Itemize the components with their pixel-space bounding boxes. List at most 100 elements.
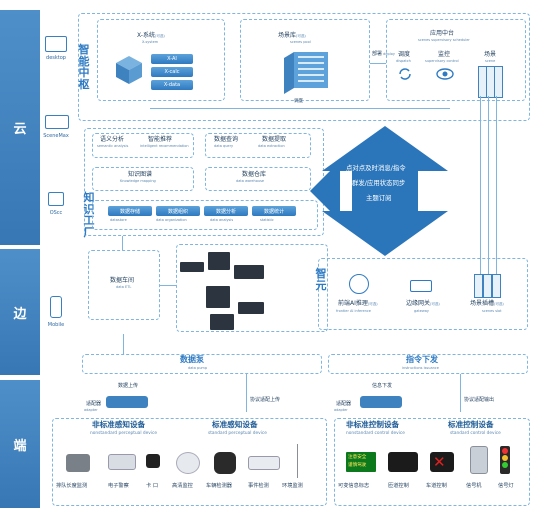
edge-box-3-icon xyxy=(234,265,264,279)
recommend-label: 智能推荐 xyxy=(148,136,173,143)
center-title: 应用中台 xyxy=(430,30,455,37)
scenelib-sub: scenes pool xyxy=(290,40,311,44)
edge-box xyxy=(318,258,528,330)
oscc-icon xyxy=(48,192,64,206)
group-nonstd-ctrl-sub: nonstandard control device xyxy=(346,431,405,436)
scene-slot-top-icon xyxy=(478,66,503,98)
std-perc-line xyxy=(246,374,248,412)
adapter-1-sub: adapter xyxy=(84,408,98,412)
brain-box xyxy=(78,13,530,121)
device-ramp-control: 匝道控制 xyxy=(388,483,409,489)
workshop-box xyxy=(88,250,160,320)
center-sub: scenes supervisory scheduler xyxy=(418,38,470,42)
mobile-caption: Mobile xyxy=(47,322,65,328)
scenelib-box xyxy=(240,19,370,101)
arrow-text-3: 主题订阅 xyxy=(366,194,392,202)
lane-x-icon: ✕ xyxy=(433,453,446,471)
warehouse-box xyxy=(205,167,311,191)
pump-title: 数据泵 xyxy=(180,355,204,364)
adapter-1-label: 适配器 xyxy=(86,401,102,407)
control-group-box xyxy=(334,418,530,506)
device-event-detection: 事件检测 xyxy=(248,483,269,489)
std-ctrl-line xyxy=(460,374,462,412)
uplink-info-issue: 信息下发 xyxy=(372,383,393,389)
checkpoint-camera-icon xyxy=(146,454,160,468)
perception-group-box xyxy=(52,418,327,506)
xsystem-calc: X-calc xyxy=(151,67,193,77)
edge-box-1-icon xyxy=(180,262,204,272)
query-sub: data query xyxy=(214,144,234,148)
event-detection-camera-icon xyxy=(248,456,280,470)
group-std-perc-title: 标准感知设备 xyxy=(212,420,258,429)
query-box xyxy=(205,133,311,158)
workshop-sub: data ETL xyxy=(116,285,132,289)
slot-sub: scenes slot xyxy=(482,309,502,313)
lane-control-icon xyxy=(430,452,454,472)
tag-organization: 数据组织 xyxy=(156,206,200,216)
monitor-eye-icon xyxy=(436,66,454,85)
scene-sub: scene xyxy=(485,59,496,63)
brain-title: 智能中枢 xyxy=(78,43,90,91)
edge-box-6-icon xyxy=(210,314,234,330)
vehicle-detector-icon xyxy=(214,452,236,474)
env-monitor-pole-icon xyxy=(297,444,299,478)
workshop-title: 数据车间 xyxy=(110,277,135,284)
traffic-light-icon xyxy=(500,446,510,474)
schedule-label: 调度 xyxy=(294,99,303,104)
edge-box-4-icon xyxy=(206,286,230,308)
gateway-sub: gateway xyxy=(414,309,429,313)
arrow-text-1: 点对点及时消息/指令 xyxy=(346,164,406,172)
tag-organization-sub: data organization xyxy=(156,218,187,222)
dispatch-cycle-icon xyxy=(398,66,412,85)
uplink-protocol-output: 协议适配输出 xyxy=(464,397,495,403)
device-hd-monitor: 高清监控 xyxy=(172,483,193,489)
group-std-ctrl-sub: standard control device xyxy=(450,431,501,436)
recommend-sub: intelligent recommendation xyxy=(140,144,189,148)
xsystem-cube-icon xyxy=(116,56,142,84)
deploy-arrow xyxy=(370,63,386,65)
device-queue-length: 排队长度监测 xyxy=(56,483,88,489)
adapter-2-router-icon xyxy=(360,396,402,408)
oscc-caption: OScc xyxy=(49,210,63,216)
edge-box-2-icon xyxy=(208,252,230,270)
group-nonstd-ctrl-title: 非标准控制设备 xyxy=(346,420,400,429)
extract-sub: data extraction xyxy=(258,144,285,148)
edge-devices-box xyxy=(176,244,328,332)
device-lane-control: 车道控制 xyxy=(426,483,447,489)
tag-datastore-sub: datastore xyxy=(110,218,127,222)
device-signal-controller: 信号机 xyxy=(466,483,482,489)
queue-monitor-icon xyxy=(66,454,90,472)
warehouse-sub: data warehouse xyxy=(236,179,265,183)
group-nonstd-perc-sub: nonstandard perceptual device xyxy=(90,431,157,436)
query-label: 数据查询 xyxy=(214,136,239,143)
extract-label: 数据提取 xyxy=(262,136,287,143)
scene-line-3 xyxy=(496,96,498,274)
uplink-protocol-upload: 协议适配上传 xyxy=(250,397,281,403)
semantic-sub: semantic analysis xyxy=(97,144,129,148)
xsystem-ai: X-AI xyxy=(151,54,193,64)
graph-box xyxy=(92,167,194,191)
mobile-icon xyxy=(50,296,62,318)
scene-label: 场景 xyxy=(484,51,497,58)
tags-box xyxy=(92,200,318,230)
slot-label: 场景插槽(可选) xyxy=(470,300,504,307)
graph-sub: Knowledge mapping xyxy=(120,179,156,183)
device-env-monitor: 环境监测 xyxy=(282,483,303,489)
tag-analysis: 数据分析 xyxy=(204,206,248,216)
xsystem-data: X-data xyxy=(151,80,193,90)
scene-line-1 xyxy=(480,96,482,274)
monitor-label: 监控 xyxy=(438,51,451,58)
dispatch-label: 调度 xyxy=(398,51,411,58)
arrow-text-2: 群发/应用状态同步 xyxy=(352,179,406,187)
adapter-2-sub: adapter xyxy=(334,408,348,412)
instr-box xyxy=(328,354,528,374)
workshop-up-line xyxy=(122,236,124,250)
instr-title: 指令下发 xyxy=(406,355,438,364)
device-signal-light: 信号灯 xyxy=(498,483,514,489)
tag-statistic-sub: statistic xyxy=(260,218,274,222)
pump-up-line xyxy=(123,334,125,354)
ai-sub: frontier AI inference xyxy=(336,309,371,313)
deploy-label: 部署 deploy xyxy=(372,51,395,57)
schedule-line xyxy=(150,108,450,110)
layer-end: 端 xyxy=(0,380,40,508)
